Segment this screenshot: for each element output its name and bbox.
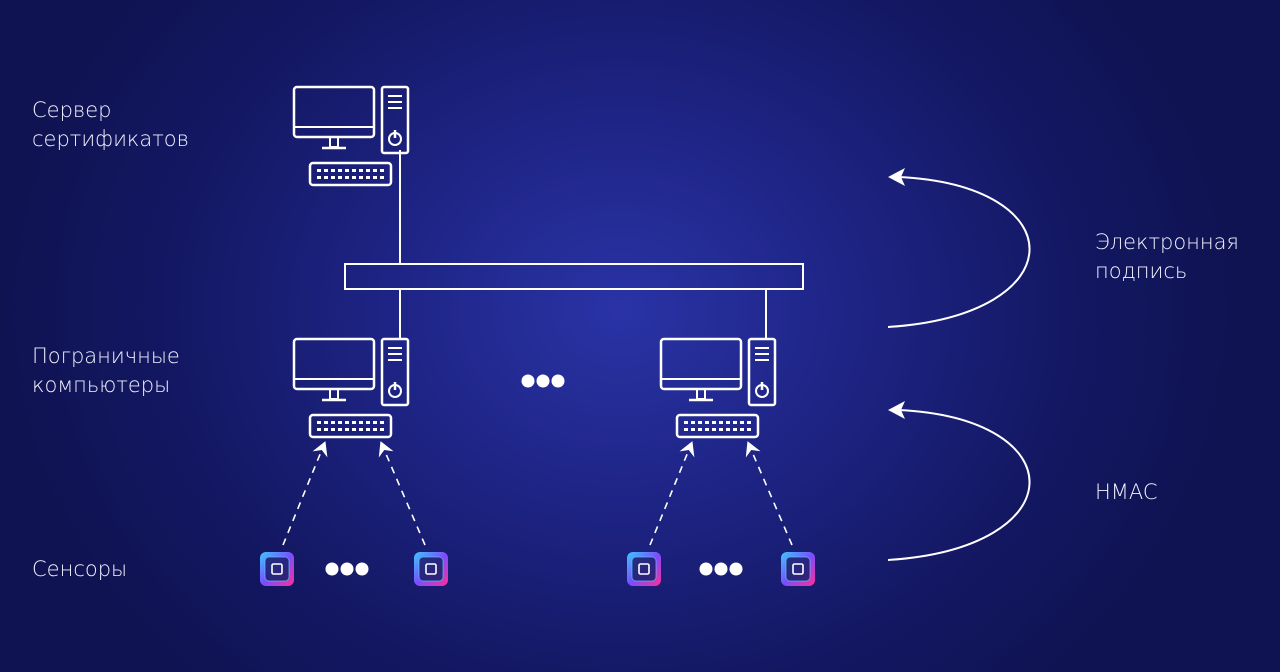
- dashed-arrow-4: [745, 441, 793, 546]
- sensors-ellipsis-icon-2: [699, 562, 743, 576]
- sensor-4-icon: [780, 551, 816, 587]
- label-hmac: HMAC: [1095, 480, 1158, 504]
- border-computer-2-icon: [659, 337, 777, 439]
- label-border-computers: Пограничные компьютеры: [32, 344, 180, 397]
- hmac-curved-arrow-icon: [887, 401, 1031, 561]
- network-bus: [344, 263, 804, 290]
- label-certificate-server: Сервер сертификатов: [32, 98, 189, 151]
- dashed-arrow-1: [282, 441, 328, 546]
- certificate-server-computer-icon: [292, 85, 410, 187]
- label-sensors: Сенсоры: [32, 557, 128, 581]
- border-computer-1-icon: [292, 337, 410, 439]
- dashed-arrow-2: [378, 441, 426, 546]
- sensor-1-icon: [259, 551, 295, 587]
- sensor-2-icon: [413, 551, 449, 587]
- signature-curved-arrow-icon: [887, 168, 1031, 328]
- sensor-3-icon: [626, 551, 662, 587]
- label-digital-signature: Электронная подпись: [1095, 230, 1239, 283]
- sensors-ellipsis-icon-1: [325, 562, 369, 576]
- dashed-arrow-3: [649, 441, 695, 546]
- computers-ellipsis-icon: [521, 374, 565, 388]
